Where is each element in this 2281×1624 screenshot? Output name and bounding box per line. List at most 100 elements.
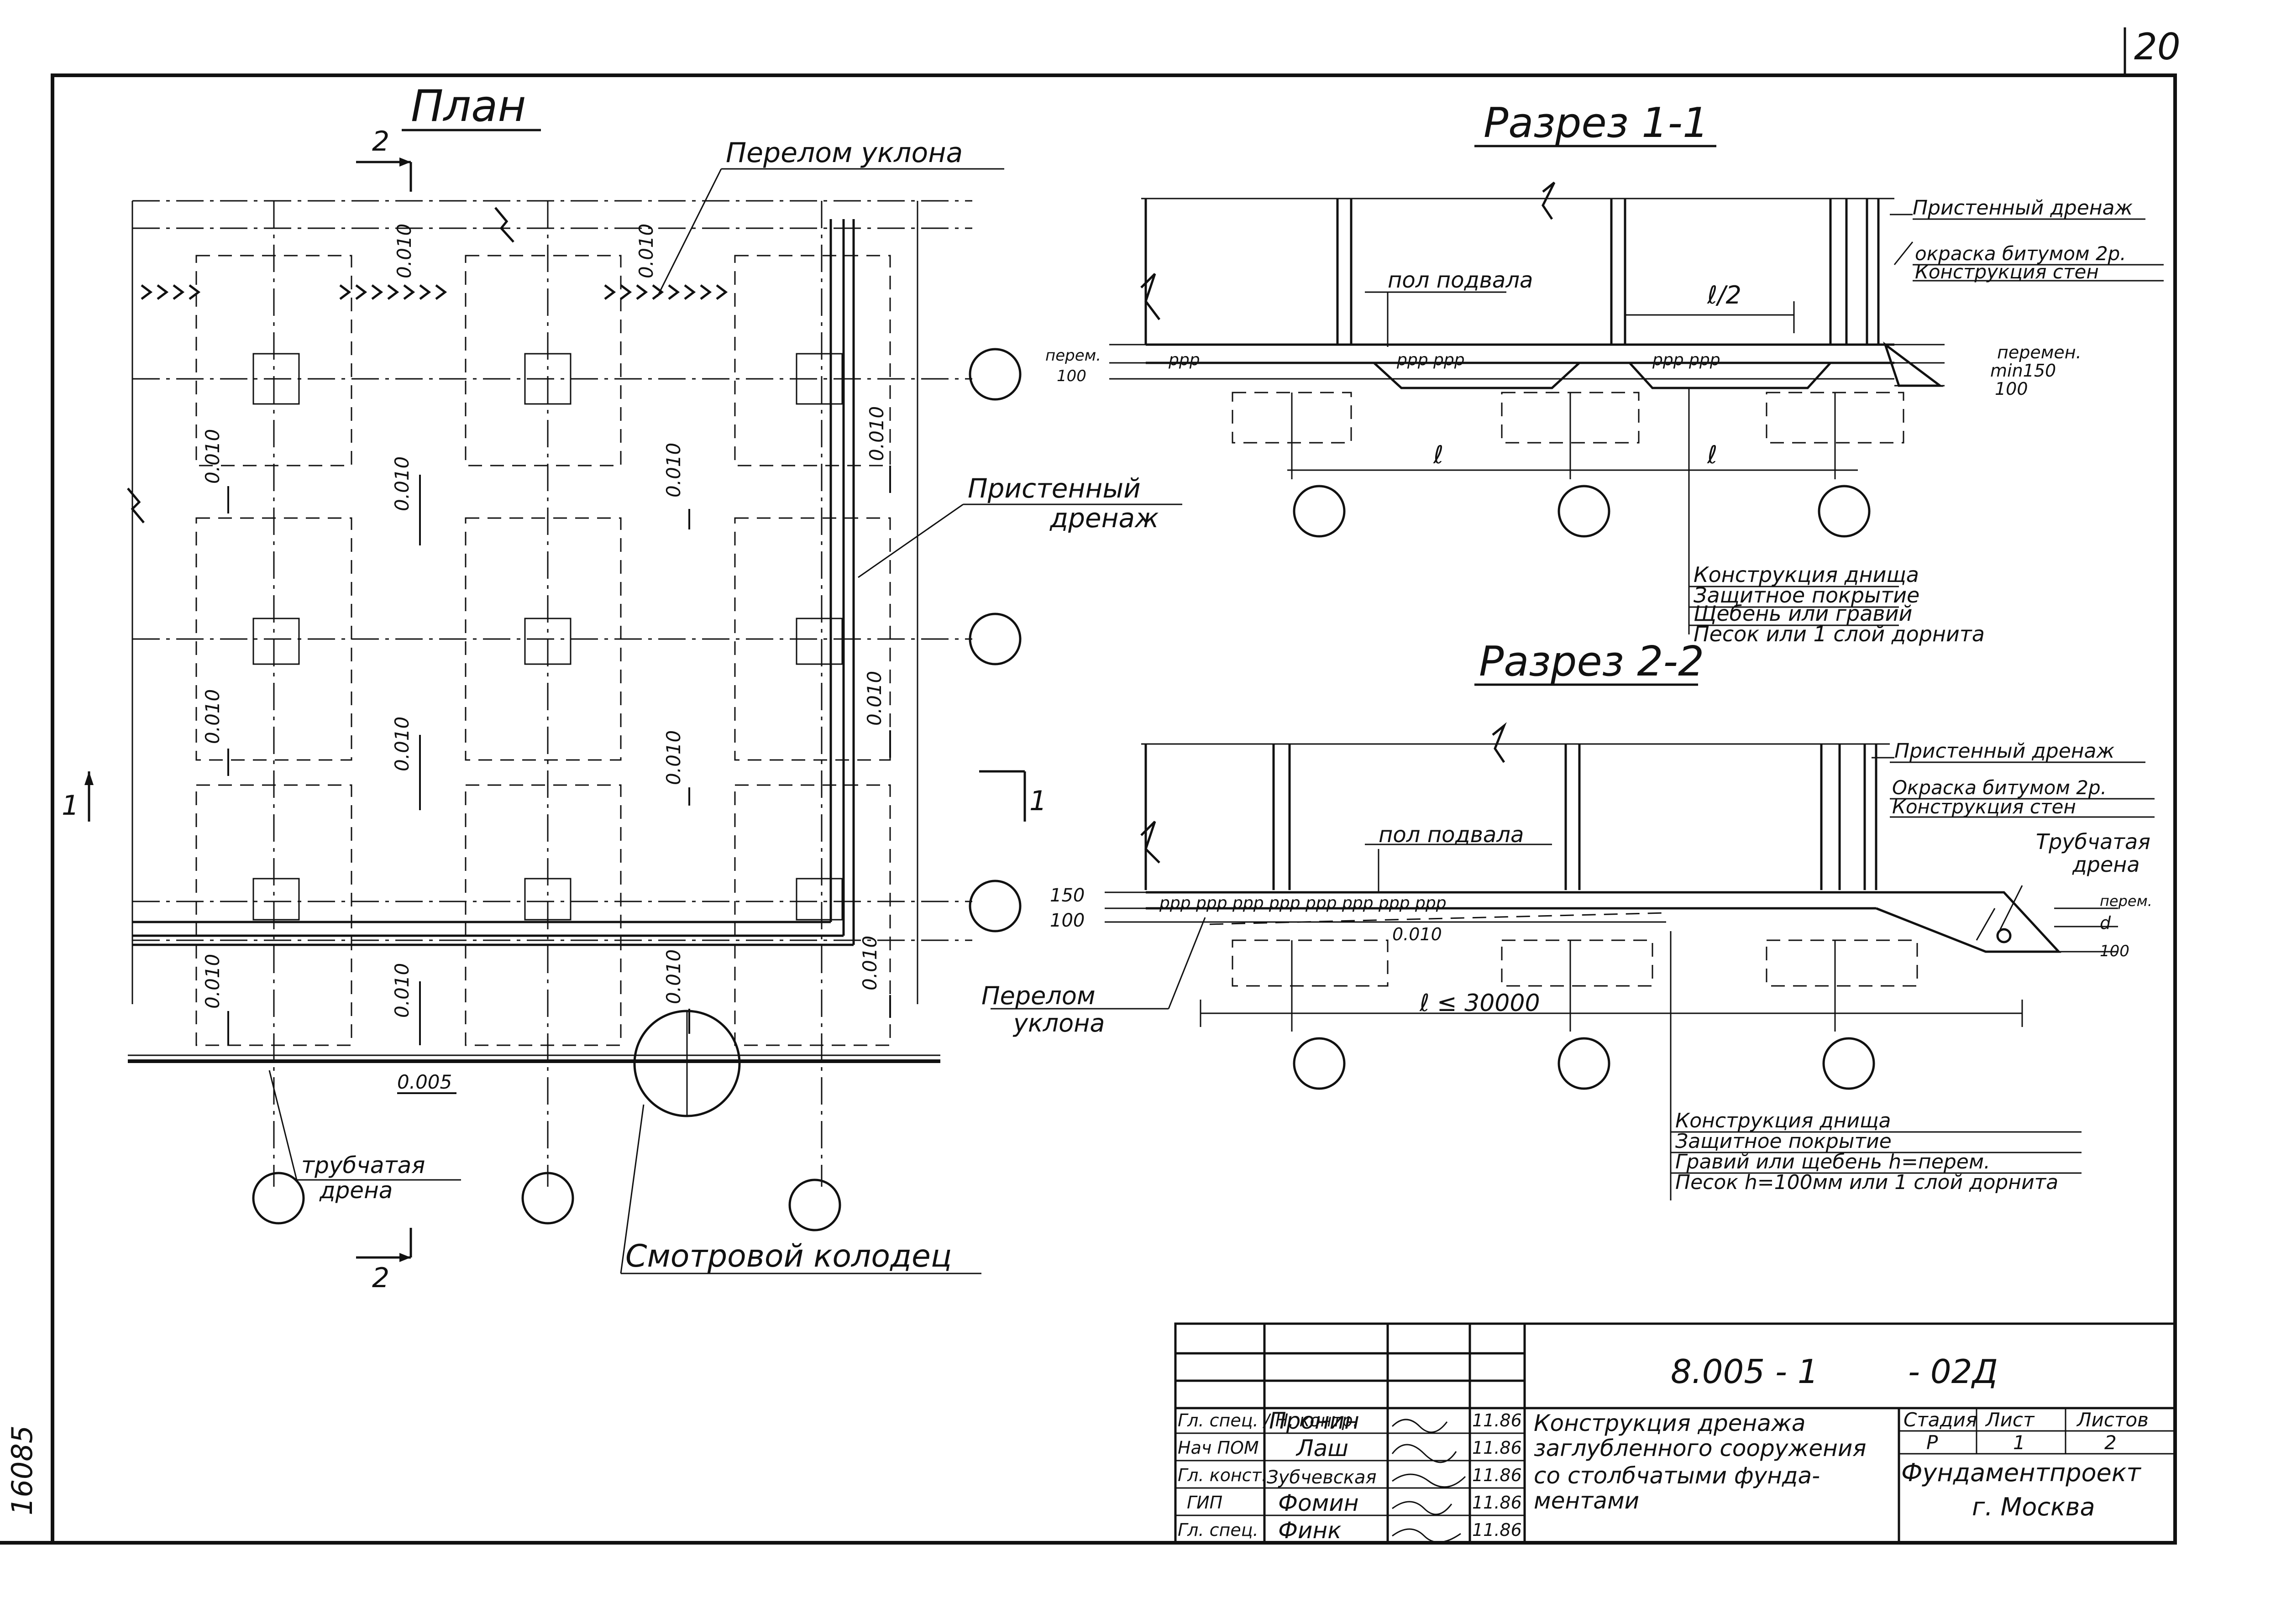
plan-section-mark-top: 2 xyxy=(356,126,412,192)
s1-slab: ppp ppp ppp ppp ppp xyxy=(1146,341,1944,389)
s2-right-var: перем. xyxy=(2100,892,2152,910)
svg-text:ppp ppp ppp ppp ppp ppp: ppp ppp ppp ppp ppp ppp ppp ppp xyxy=(1159,894,1447,912)
s2-bitumen: Окраска битумом 2р. xyxy=(1892,776,2107,799)
break-symbol xyxy=(127,487,145,524)
tb-stage: Р xyxy=(1926,1431,1938,1454)
svg-text:ppp ppp: ppp ppp xyxy=(1652,351,1720,369)
svg-text:0.010: 0.010 xyxy=(662,949,685,1004)
svg-text:0.010: 0.010 xyxy=(201,429,224,484)
svg-text:Гл. спец.: Гл. спец. xyxy=(1178,1520,1258,1540)
svg-text:ГИП: ГИП xyxy=(1187,1493,1222,1513)
pipe-drain-label: трубчатая xyxy=(301,1152,425,1179)
tb-stage-header: Стадия xyxy=(1903,1409,1977,1431)
page-number: 20 xyxy=(2134,26,2181,68)
s2-bottom-construction: Конструкция днища Защитное покрытие Грав… xyxy=(1671,1109,2082,1194)
tb-sheet-code: - 02Д xyxy=(1908,1352,1998,1391)
svg-text:Песок h=100мм или 1 слой дорни: Песок h=100мм или 1 слой дорнита xyxy=(1675,1171,2058,1194)
tb-code: 8.005 - 1 xyxy=(1671,1352,1819,1391)
svg-text:ppp: ppp xyxy=(1168,351,1200,369)
svg-text:Гл. спец. / Н. контр.: Гл. спец. / Н. контр. xyxy=(1178,1410,1358,1430)
svg-text:0.010: 0.010 xyxy=(859,936,881,990)
sheet-frame xyxy=(0,27,2177,1545)
tb-description: Конструкция дренажа заглубленного сооруж… xyxy=(1534,1410,1866,1514)
svg-text:ppp ppp: ppp ppp xyxy=(1396,351,1465,369)
plan-section-mark-bottom: 2 xyxy=(356,1228,412,1294)
plan-slope-annotations: 0.010 0.010 0.010 0.010 0.010 0.010 0.01… xyxy=(201,224,888,1093)
s1-dimensions xyxy=(1109,301,1945,471)
svg-text:11.86: 11.86 xyxy=(1472,1465,1522,1485)
plan-title: План xyxy=(411,81,526,131)
section-1-1: Разрез 1-1 ppp ppp ppp ppp ppp xyxy=(1045,99,2164,646)
s1-half-span: ℓ/2 xyxy=(1707,281,1741,309)
svg-text:Конструкция днища: Конструкция днища xyxy=(1694,562,1919,587)
s2-basement-floor: пол подвала xyxy=(1379,822,1524,848)
s1-var-right-3: 100 xyxy=(1995,379,2028,399)
tb-city: г. Москва xyxy=(1972,1493,2095,1521)
svg-text:Гл. конст.: Гл. конст. xyxy=(1178,1465,1267,1485)
svg-text:Финк: Финк xyxy=(1278,1517,1341,1544)
wall-drain-label: Пристенный xyxy=(968,473,1141,504)
plan-section-mark-right: 1 xyxy=(979,770,1047,822)
s1-footings xyxy=(1232,392,1904,538)
s2-pipe-drain-1: Трубчатая xyxy=(2036,829,2150,854)
s2-wall-drain: Пристенный дренаж xyxy=(1894,739,2115,763)
manhole-label: Смотровой колодец xyxy=(625,1238,952,1274)
svg-text:Лаш: Лаш xyxy=(1295,1435,1348,1462)
svg-text:2: 2 xyxy=(372,126,389,157)
s1-var-right-2: min150 xyxy=(1990,361,2056,381)
svg-text:Гравий или щебень h=перем.: Гравий или щебень h=перем. xyxy=(1675,1150,1990,1173)
svg-text:0.005: 0.005 xyxy=(397,1071,452,1093)
s1-var-left-2: 100 xyxy=(1057,367,1086,385)
tb-sheets-header: Листов xyxy=(2076,1409,2149,1431)
plan-axis-grid xyxy=(131,200,972,1187)
s1-var-right-1: перемен. xyxy=(1997,342,2082,362)
svg-text:Зубчевская: Зубчевская xyxy=(1267,1467,1377,1488)
wall-drain-label-2: дренаж xyxy=(1049,503,1159,534)
svg-text:0.010: 0.010 xyxy=(391,717,413,771)
svg-text:0.010: 0.010 xyxy=(391,963,413,1018)
plan-slope-arrows xyxy=(227,466,891,1094)
svg-text:11.86: 11.86 xyxy=(1472,1520,1522,1540)
svg-text:0.010: 0.010 xyxy=(201,689,224,744)
s2-dim-100: 100 xyxy=(1050,910,1085,931)
break-symbol xyxy=(1140,821,1160,864)
svg-text:0.010: 0.010 xyxy=(393,224,415,278)
svg-text:0.010: 0.010 xyxy=(391,456,413,511)
svg-text:1: 1 xyxy=(62,790,79,822)
s2-slope-break-2: уклона xyxy=(1012,1009,1105,1037)
s1-span-1: ℓ xyxy=(1433,440,1443,469)
tb-sheet: 1 xyxy=(2013,1431,2025,1454)
svg-text:0.010: 0.010 xyxy=(863,671,886,726)
break-symbol xyxy=(1542,182,1556,220)
s1-wall-drain: Пристенный дренаж xyxy=(1913,196,2133,220)
slope-break-label: Перелом уклона xyxy=(726,137,963,169)
s1-columns xyxy=(1144,199,1880,345)
svg-text:заглубленного сооружения: заглубленного сооружения xyxy=(1534,1435,1866,1462)
s1-basement-floor: пол подвала xyxy=(1388,267,1533,293)
plan-leaders xyxy=(268,168,1182,1274)
svg-text:11.86: 11.86 xyxy=(1472,1410,1522,1430)
s2-span: ℓ ≤ 30000 xyxy=(1419,990,1540,1017)
svg-text:11.86: 11.86 xyxy=(1472,1493,1522,1513)
plan-section-mark-left: 1 xyxy=(62,771,94,822)
s2-slope: 0.010 xyxy=(1392,924,1442,944)
plan-slope-break-line xyxy=(141,284,728,300)
s2-pipe-drain-2: дрена xyxy=(2072,852,2140,877)
tb-signatures: Гл. спец. / Н. контр. Пронин 11.86 Нач П… xyxy=(1178,1408,1522,1544)
s2-footings xyxy=(1232,939,1918,1090)
plan-wall-drain-lines xyxy=(132,219,855,946)
tb-organization: Фундаментпроект xyxy=(1901,1458,2141,1487)
svg-text:Пронин: Пронин xyxy=(1269,1408,1359,1434)
title-block: 8.005 - 1 - 02Д Гл. спец. / Н. контр. Пр… xyxy=(1174,1322,2176,1544)
s1-span-2: ℓ xyxy=(1707,440,1717,469)
s2-columns xyxy=(1144,744,1877,890)
s2-dimensions xyxy=(1105,891,2118,1027)
s1-var-left-1: перем. xyxy=(1045,346,1101,365)
section-2-2: Разрез 2-2 ppp ppp ppp ppp ppp ppp ppp p… xyxy=(981,638,2155,1200)
svg-text:Фомин: Фомин xyxy=(1278,1490,1359,1516)
svg-text:1: 1 xyxy=(1029,785,1047,817)
s1-bitumen: окраска битумом 2р. xyxy=(1915,242,2126,265)
plan-pipe-drain xyxy=(128,1054,940,1063)
s2-right-100: 100 xyxy=(2100,942,2129,960)
break-symbol xyxy=(494,207,514,243)
